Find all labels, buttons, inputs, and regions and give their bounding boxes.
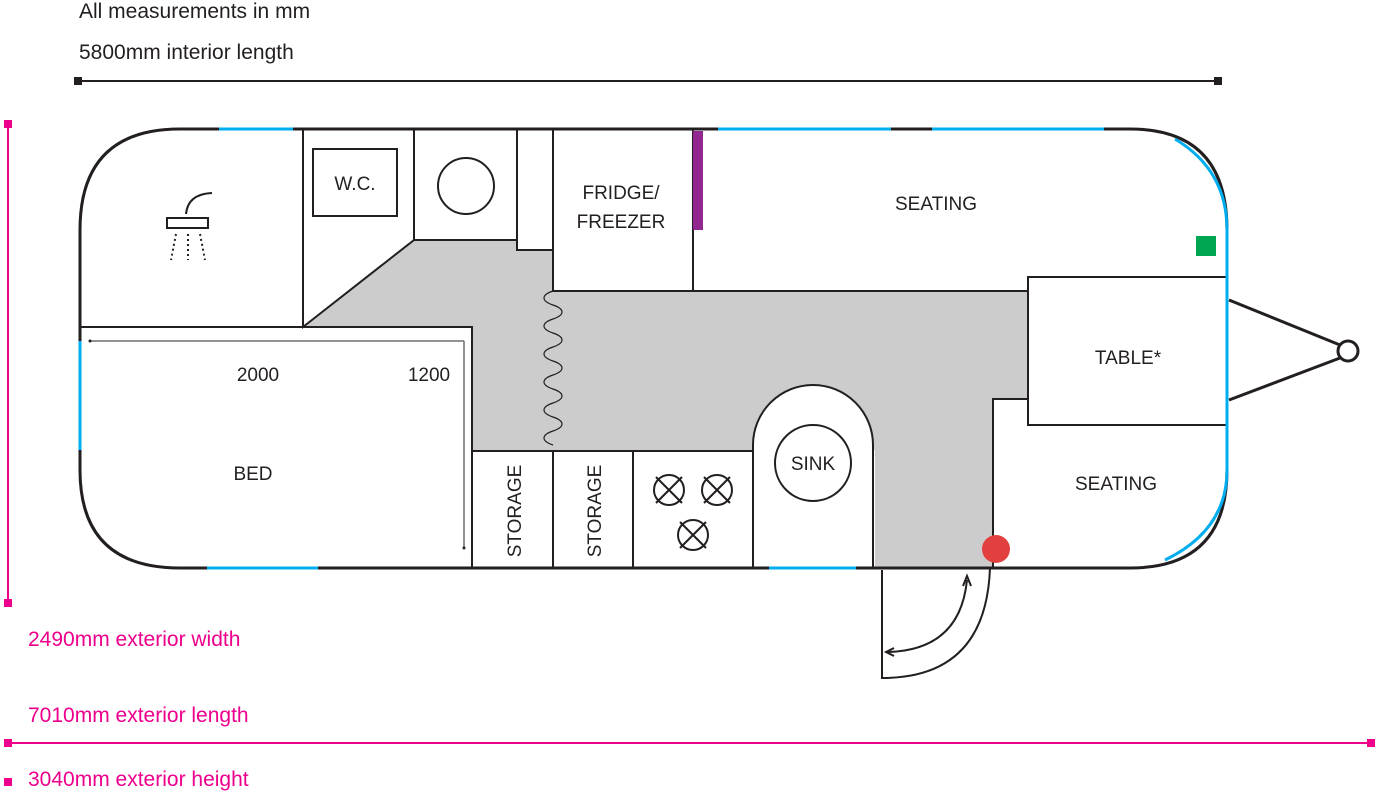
- bed-length-label: 2000: [237, 365, 279, 386]
- exterior-width-label: 2490mm exterior width: [28, 628, 241, 651]
- burner-icon: [677, 519, 709, 551]
- burner-icon: [653, 474, 685, 506]
- exterior-width-dimension: [4, 120, 12, 607]
- table-label: TABLE*: [1095, 348, 1162, 369]
- wc-label: W.C.: [334, 174, 375, 195]
- fridge-label-line2: FREEZER: [577, 212, 666, 233]
- shower-head-icon: [166, 192, 213, 261]
- door-swing: [881, 567, 991, 680]
- windows: [78, 127, 1229, 570]
- kitchen-counter: STORAGE STORAGE: [471, 450, 754, 569]
- sink-basin: [774, 424, 852, 502]
- sink-unit: SINK: [752, 384, 874, 568]
- sink-label: SINK: [791, 454, 836, 475]
- fridge-label-line1: FRIDGE/: [582, 183, 660, 204]
- units-note: All measurements in mm: [79, 0, 311, 23]
- seating-bottom-edge: [992, 398, 1028, 568]
- storage-2: [552, 450, 634, 569]
- bed-width-label: 1200: [408, 365, 450, 386]
- interior-length-label: 5800mm interior length: [79, 41, 294, 64]
- interior-length-dimension: [74, 77, 1222, 85]
- window: [1164, 137, 1229, 562]
- red-marker: [982, 535, 1010, 563]
- floor-walkway: [303, 240, 1028, 568]
- basin-icon: [437, 157, 495, 215]
- bed-label: BED: [233, 464, 272, 485]
- basin-room: [413, 129, 517, 241]
- toilet-box: [312, 148, 398, 217]
- green-marker: [1196, 236, 1216, 256]
- storage-1-label: STORAGE: [505, 465, 526, 558]
- storage-2-label: STORAGE: [585, 465, 606, 558]
- purple-marker: [693, 131, 703, 230]
- exterior-height-label: 3040mm exterior height: [28, 768, 249, 791]
- tow-hitch: [1228, 298, 1360, 402]
- fridge-freezer: FRIDGE/ FREEZER: [552, 128, 694, 292]
- exterior-wall: [78, 127, 1229, 570]
- exterior-height-marker: [4, 778, 12, 786]
- table: TABLE*: [1027, 276, 1228, 426]
- seating-bottom-label: SEATING: [1075, 474, 1157, 495]
- bed: 2000 1200 BED: [80, 326, 473, 568]
- seating-top-label: SEATING: [895, 194, 977, 215]
- exterior-length-label: 7010mm exterior length: [28, 704, 249, 727]
- curtain-icon: [543, 290, 563, 446]
- burner-icon: [701, 474, 733, 506]
- cabinet: [516, 129, 553, 251]
- exterior-length-dimension: [4, 739, 1375, 747]
